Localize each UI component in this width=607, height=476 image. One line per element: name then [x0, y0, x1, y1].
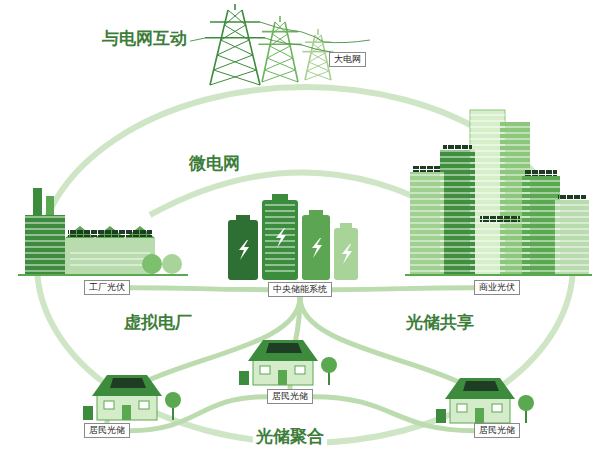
box-text: 工厂光伏: [89, 282, 125, 293]
label-box: 居民光储: [84, 423, 130, 438]
factory: [18, 188, 188, 275]
label-box: 中央储能系统: [268, 282, 332, 297]
box-text: 大电网: [334, 54, 361, 65]
tower: [205, 4, 265, 85]
microgrid-arc: [150, 173, 450, 216]
region-label: 虚拟电厂: [121, 313, 195, 333]
house: [239, 340, 337, 385]
battery-storage: [228, 194, 358, 280]
label-box: 大电网: [329, 52, 366, 67]
commercial-buildings: [405, 110, 592, 275]
power-wires: [178, 22, 370, 52]
region-label: 光储共享: [403, 313, 477, 333]
label-box: 居民光储: [474, 423, 520, 438]
region-label: 与电网互动: [99, 29, 190, 49]
power-towers: [205, 4, 334, 85]
outer-ring: [37, 87, 573, 443]
label-box: 工厂光伏: [84, 280, 130, 295]
house: [436, 378, 534, 423]
box-text: 居民光储: [89, 425, 125, 436]
house: [83, 375, 181, 420]
region-label: 光储聚合: [253, 427, 327, 447]
box-text: 居民光储: [272, 391, 308, 402]
label-box: 居民光储: [267, 389, 313, 404]
connector-band: [130, 288, 268, 290]
tower: [258, 16, 301, 82]
box-text: 中央储能系统: [273, 284, 327, 295]
label-box: 商业光伏: [474, 280, 520, 295]
box-text: 居民光储: [479, 425, 515, 436]
connector-band: [332, 288, 474, 290]
box-text: 商业光伏: [479, 282, 515, 293]
region-label: 微电网: [186, 154, 243, 174]
